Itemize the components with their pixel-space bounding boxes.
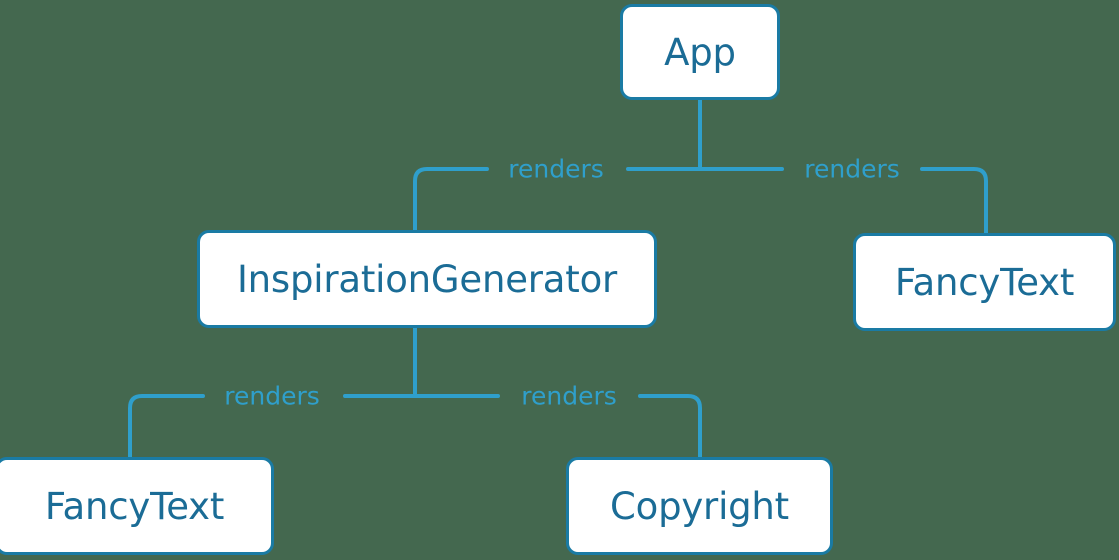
- node-copyright[interactable]: Copyright: [566, 457, 833, 555]
- node-inspirationgenerator[interactable]: InspirationGenerator: [197, 230, 657, 328]
- edge-label-inspiration-copyright: renders: [521, 381, 617, 411]
- node-fancytext-left[interactable]: FancyText: [0, 457, 274, 555]
- edge-inspiration-to-copyright: [638, 394, 702, 459]
- node-fancytext-right[interactable]: FancyText: [853, 233, 1116, 331]
- edge-app-to-fancytext-right: [920, 167, 988, 235]
- edge-inspiration-to-fancytext-left-right: [343, 380, 417, 398]
- node-app-label: App: [664, 30, 736, 74]
- node-inspirationgenerator-label: InspirationGenerator: [236, 257, 618, 301]
- edge-inspiration-to-fancytext-left: [128, 394, 205, 459]
- edge-label-inspiration-fancytext: renders: [224, 381, 320, 411]
- edge-app-to-inspiration-right: [626, 153, 702, 171]
- node-app[interactable]: App: [620, 4, 780, 100]
- edge-label-app-inspiration: renders: [508, 154, 604, 184]
- node-fancytext-left-label: FancyText: [44, 484, 225, 528]
- edge-app-to-inspiration: [413, 167, 489, 232]
- edge-label-app-fancytext: renders: [804, 154, 900, 184]
- node-fancytext-right-label: FancyText: [894, 260, 1075, 304]
- node-copyright-label: Copyright: [610, 484, 789, 528]
